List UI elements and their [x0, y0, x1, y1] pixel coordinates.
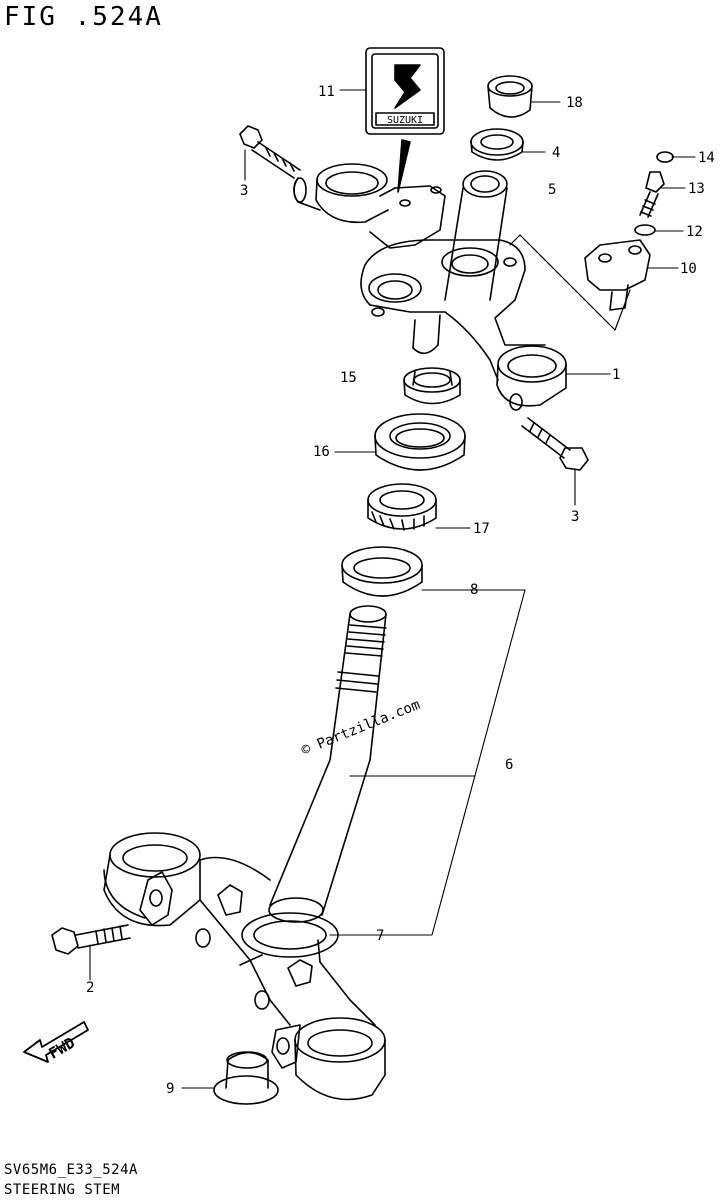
part-15-stem-nut[interactable]: [403, 367, 461, 405]
part-3-bolt-upper-right[interactable]: [521, 417, 589, 471]
part-17-bearing[interactable]: [367, 483, 437, 531]
part-11-emblem[interactable]: SUZUKI: [365, 47, 445, 193]
callout-16[interactable]: 16: [313, 444, 330, 460]
callout-8[interactable]: 8: [470, 582, 478, 598]
logo-text: SUZUKI: [387, 115, 423, 126]
callout-5[interactable]: 5: [548, 182, 556, 198]
part-10-holder[interactable]: [584, 239, 651, 311]
callout-3-lower[interactable]: 3: [571, 509, 579, 525]
callout-9[interactable]: 9: [166, 1081, 174, 1097]
callout-14[interactable]: 14: [698, 150, 715, 166]
part-12-washer[interactable]: [634, 224, 656, 236]
callout-6[interactable]: 6: [505, 757, 513, 773]
part-1-upper-bracket[interactable]: [293, 163, 567, 411]
figure-code: SV65M6_E33_524A: [4, 1162, 138, 1178]
part-6-steering-stem[interactable]: [268, 605, 387, 923]
part-5-nut[interactable]: [444, 170, 508, 301]
watermark: © Partzilla.com: [299, 697, 422, 759]
callout-7[interactable]: 7: [376, 928, 384, 944]
callout-17[interactable]: 17: [473, 521, 490, 537]
part-8-bearing[interactable]: [341, 546, 423, 597]
part-16-dust-seal[interactable]: [374, 413, 466, 471]
callout-12[interactable]: 12: [686, 224, 703, 240]
part-18-cap[interactable]: [487, 75, 533, 118]
lower-bracket[interactable]: [103, 832, 386, 1101]
part-14-cap[interactable]: [656, 151, 674, 163]
callout-4[interactable]: 4: [552, 145, 560, 161]
part-13-bolt[interactable]: [639, 171, 665, 218]
part-7-seal[interactable]: [241, 912, 339, 958]
callout-3-upper[interactable]: 3: [240, 183, 248, 199]
part-3-bolt-upper-left[interactable]: [239, 125, 301, 179]
figure-name: STEERING STEM: [4, 1182, 121, 1198]
callout-13[interactable]: 13: [688, 181, 705, 197]
fwd-arrow-icon: FWD: [23, 1021, 89, 1063]
callout-18[interactable]: 18: [566, 95, 583, 111]
callout-1[interactable]: 1: [612, 367, 620, 383]
callout-2[interactable]: 2: [86, 980, 94, 996]
figure-title: FIG .524A: [4, 2, 163, 32]
callout-10[interactable]: 10: [680, 261, 697, 277]
callout-15[interactable]: 15: [340, 370, 357, 386]
part-9-cap[interactable]: [213, 1051, 279, 1105]
callout-11[interactable]: 11: [318, 84, 335, 100]
leader-lines: [89, 89, 696, 1089]
part-2-bolt[interactable]: [51, 924, 131, 955]
part-4-washer[interactable]: [470, 128, 524, 161]
